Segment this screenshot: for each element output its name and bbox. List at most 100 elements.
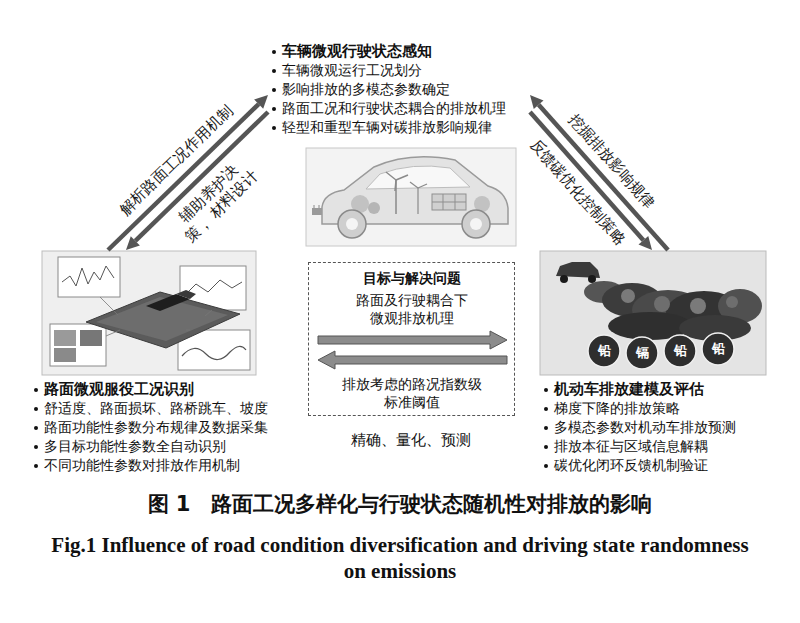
figure-caption: 图 1 路面工况多样化与行驶状态随机性对排放的影响 <box>0 490 800 518</box>
bullet-dot <box>544 464 548 468</box>
pavement-illustration-part <box>106 330 120 336</box>
pavement-illustration-part <box>62 266 114 286</box>
goal-arrows-part <box>318 351 507 369</box>
pavement-illustration-part <box>58 257 120 297</box>
arrow-head <box>126 236 140 250</box>
eco-car-illustration-part <box>410 182 418 188</box>
topic-block: 机动车排放建模及评估梯度下降的排放策略多模态参数对机动车排放预测排放本征与区域信… <box>540 250 776 478</box>
heading-row: 路面微观服役工况识别 <box>32 380 294 399</box>
emission-illustration-part <box>621 289 635 303</box>
pavement-illustration-part <box>54 348 76 362</box>
topic-heading: 路面微观服役工况识别 <box>44 380 194 399</box>
bullet-text: 排放本征与区域信息解耦 <box>554 437 708 456</box>
bullet-row: 路面功能性参数分布规律及数据采集 <box>32 418 294 437</box>
heading-row: 车辆微观行驶状态感知 <box>270 42 526 61</box>
topic-heading: 机动车排放建模及评估 <box>554 380 704 399</box>
pavement-illustration-part <box>176 290 196 299</box>
bullet-dot <box>34 426 38 430</box>
eco-car-illustration-part <box>417 188 418 214</box>
emission-illustration-part <box>664 335 696 367</box>
bullet-row: 舒适度、路面损坏、路桥跳车、坡度 <box>32 399 294 418</box>
bullet-text: 影响排放的多模态参数确定 <box>282 80 450 99</box>
eco-car-illustration-part <box>462 210 490 238</box>
pavement-illustration-part <box>186 330 190 331</box>
bullet-dot <box>272 126 276 130</box>
bullet-text: 路面工况和行驶状态耦合的排放机理 <box>282 99 506 118</box>
eco-car-illustration-part <box>470 218 482 230</box>
bullet-text: 梯度下降的排放策略 <box>554 399 680 418</box>
eco-car-illustration-part <box>312 208 322 215</box>
bullet-text: 路面功能性参数分布规律及数据采集 <box>44 418 268 437</box>
eco-car-illustration-part <box>418 184 427 188</box>
topic-heading: 车辆微观行驶状态感知 <box>282 42 432 61</box>
goal-text: 路面及行驶耦合下 微观排放机理 <box>352 291 472 327</box>
bullet-text: 轻型和重型车辆对碳排放影响规律 <box>282 118 492 137</box>
bullet-dot <box>272 69 276 73</box>
english-caption: Fig.1 Influence of road condition divers… <box>48 532 753 584</box>
arrow-head <box>530 95 543 109</box>
bullet-row: 碳优化闭环反馈机制验证 <box>542 456 772 475</box>
bullet-row: 车辆微观运行工况划分 <box>270 61 526 80</box>
bullet-dot <box>544 407 548 411</box>
goal-text: 排放考虑的路况指数级 标准阈值 <box>337 375 487 411</box>
bullet-dot <box>34 464 38 468</box>
bullet-text: 碳优化闭环反馈机制验证 <box>554 456 708 475</box>
eco-car-illustration-part <box>432 202 466 203</box>
bullet-dot <box>34 407 38 411</box>
arrow-head <box>639 236 652 250</box>
goal-box: 目标与解决问题路面及行驶耦合下 微观排放机理排放考虑的路况指数级 标准阈值 <box>308 262 515 416</box>
bullet-row: 梯度下降的排放策略 <box>542 399 772 418</box>
bullet-text: 舒适度、路面损坏、路桥跳车、坡度 <box>44 399 268 418</box>
goal-arrows <box>318 331 507 369</box>
emission-illustration <box>540 251 766 375</box>
goal-heading: 目标与解决问题 <box>312 269 512 287</box>
eco-car-illustration-part <box>432 194 466 210</box>
pollutant-mark: 铅 <box>674 343 687 359</box>
emission-illustration-part <box>626 337 658 369</box>
heading-row: 机动车排放建模及评估 <box>542 380 772 399</box>
bullet-row: 多模态参数对机动车排放预测 <box>542 418 772 437</box>
eco-car-illustration-part <box>338 210 366 238</box>
pavement-illustration-part <box>42 251 256 375</box>
bullet-row: 路面工况和行驶状态耦合的排放机理 <box>270 99 526 118</box>
goal-arrows-part <box>318 331 507 349</box>
bullet-dot <box>544 426 548 430</box>
emission-illustration-part <box>588 275 596 283</box>
emission-illustration-part <box>690 298 706 314</box>
bullet-row: 轻型和重型车辆对碳排放影响规律 <box>270 118 526 137</box>
bullet-row: 不同功能性参数对排放作用机制 <box>32 456 294 475</box>
pavement-illustration-part <box>50 324 106 366</box>
eco-car-illustration-part <box>368 202 380 214</box>
emission-illustration-part <box>540 251 766 375</box>
bullet-row: 排放本征与区域信息解耦 <box>542 437 772 456</box>
bullet-text: 多模态参数对机动车排放预测 <box>554 418 736 437</box>
topic-block: 车辆微观行驶状态感知车辆微观运行工况划分影响排放的多模态参数确定路面工况和行驶状… <box>268 40 530 140</box>
eco-car-illustration-part <box>314 205 315 208</box>
bullet-row: 多目标功能性参数全自动识别 <box>32 437 294 456</box>
emission-illustration-part <box>726 296 738 308</box>
arrow-head <box>254 95 268 109</box>
eco-car-illustration-part <box>395 180 396 191</box>
bullet-dot <box>272 88 276 92</box>
pavement-illustration-part <box>205 310 212 316</box>
bullet-dot <box>544 388 548 392</box>
bullet-dot <box>272 107 276 111</box>
pavement-illustration-part <box>86 292 240 348</box>
goal-note: 精确、量化、预测 <box>351 431 471 449</box>
eco-car-illustration-part <box>366 166 470 189</box>
bullet-text: 多目标功能性参数全自动识别 <box>44 437 226 456</box>
bullet-dot <box>272 50 276 54</box>
flow-arrow <box>108 95 268 250</box>
eco-car-illustration-part <box>395 180 397 214</box>
eco-car-illustration-part <box>396 175 408 180</box>
emission-illustration-part <box>654 296 670 312</box>
bullet-row: 影响排放的多模态参数确定 <box>270 80 526 99</box>
bullet-dot <box>34 388 38 392</box>
emission-illustration-part <box>702 333 734 365</box>
eco-car-illustration-part <box>386 172 396 180</box>
pollutant-mark: 铅 <box>598 343 611 359</box>
eco-car-illustration-part <box>319 205 320 208</box>
eco-car-illustration-part <box>346 218 358 230</box>
